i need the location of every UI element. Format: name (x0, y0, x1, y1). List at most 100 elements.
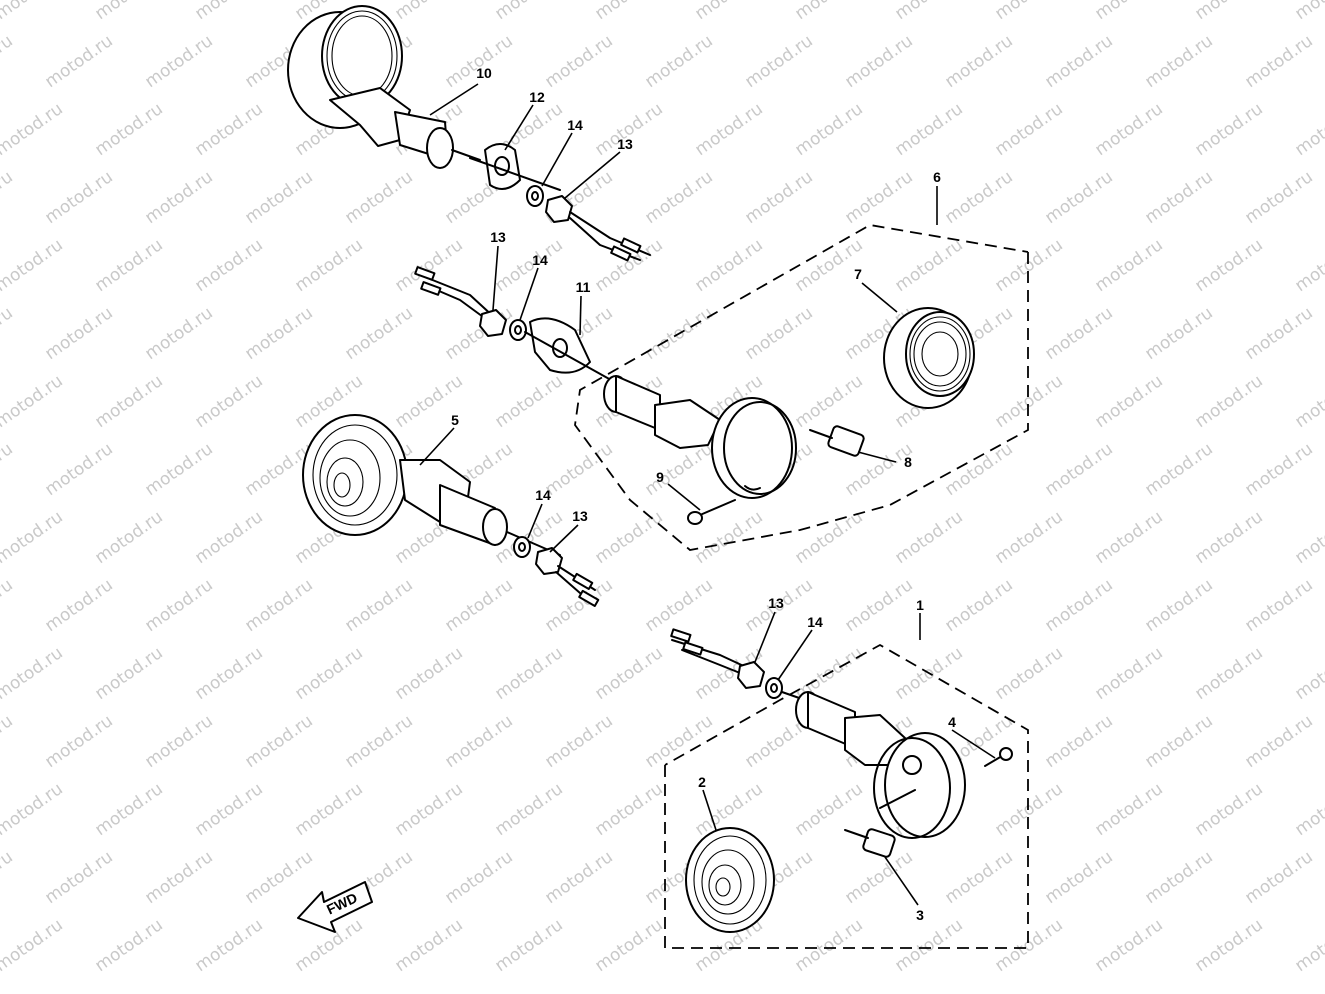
callout-2: 2 (698, 774, 706, 790)
watermark-text: motod.ru (691, 235, 766, 296)
watermark-text: motod.ru (91, 915, 166, 976)
watermark-text: motod.ru (191, 779, 266, 840)
watermark-text: motod.ru (191, 99, 266, 160)
watermark-text: motod.ru (1141, 575, 1216, 636)
callout-14: 14 (535, 487, 551, 503)
watermark-text: motod.ru (541, 847, 616, 908)
watermark-text: motod.ru (1191, 235, 1266, 296)
watermark-text: motod.ru (441, 303, 516, 364)
watermark-text: motod.ru (541, 439, 616, 500)
watermark-text: motod.ru (1141, 847, 1216, 908)
watermark-text: motod.ru (491, 371, 566, 432)
watermark-text: motod.ru (91, 0, 166, 24)
watermark-text: motod.ru (891, 99, 966, 160)
watermark-text: motod.ru (391, 779, 466, 840)
watermark-text: motod.ru (1191, 507, 1266, 568)
watermark-text: motod.ru (1091, 0, 1166, 24)
watermark-text: motod.ru (0, 0, 67, 24)
callout-14: 14 (532, 252, 548, 268)
watermark-text: motod.ru (641, 31, 716, 92)
watermark-text: motod.ru (891, 915, 966, 976)
watermark-text: motod.ru (941, 167, 1016, 228)
watermark-text: motod.ru (991, 779, 1066, 840)
watermark-text: motod.ru (1141, 303, 1216, 364)
watermark-text: motod.ru (91, 235, 166, 296)
watermark-text: motod.ru (741, 303, 816, 364)
callout-8: 8 (904, 454, 912, 470)
watermark-text: motod.ru (1041, 167, 1116, 228)
watermark-text: motod.ru (1291, 99, 1325, 160)
callout-13: 13 (490, 229, 506, 245)
watermark-text: motod.ru (791, 99, 866, 160)
watermark-text: motod.ru (841, 167, 916, 228)
watermark-text: motod.ru (1041, 847, 1116, 908)
watermark-text: motod.ru (191, 235, 266, 296)
watermark-text: motod.ru (41, 439, 116, 500)
watermark-text: motod.ru (941, 31, 1016, 92)
watermark-text: motod.ru (341, 167, 416, 228)
watermark-text: motod.ru (191, 643, 266, 704)
callout-10: 10 (476, 65, 492, 81)
watermark-text: motod.ru (341, 575, 416, 636)
watermark-text: motod.ru (891, 235, 966, 296)
watermark-text: motod.ru (1241, 847, 1316, 908)
callout-9: 9 (656, 469, 664, 485)
watermark-text: motod.ru (1141, 439, 1216, 500)
callout-13: 13 (572, 508, 588, 524)
watermark-text: motod.ru (891, 0, 966, 24)
watermark-text: motod.ru (841, 31, 916, 92)
watermark-text: motod.ru (0, 643, 67, 704)
watermark-text: motod.ru (641, 575, 716, 636)
watermark-text: motod.ru (791, 915, 866, 976)
watermark-text: motod.ru (1241, 31, 1316, 92)
watermark-text: motod.ru (0, 507, 67, 568)
watermark-text: motod.ru (241, 167, 316, 228)
watermark-text: motod.ru (291, 779, 366, 840)
watermark-text: motod.ru (41, 711, 116, 772)
watermark-text: motod.ru (591, 915, 666, 976)
watermark-text: motod.ru (41, 847, 116, 908)
watermark-text: motod.ru (691, 0, 766, 24)
callout-14: 14 (567, 117, 583, 133)
watermark-text: motod.ru (1091, 643, 1166, 704)
watermark-text: motod.ru (991, 507, 1066, 568)
watermark-text: motod.ru (0, 31, 17, 92)
watermark-text: motod.ru (941, 575, 1016, 636)
watermark-text: motod.ru (1141, 31, 1216, 92)
watermark-text: motod.ru (141, 31, 216, 92)
watermark-text: motod.ru (1041, 711, 1116, 772)
watermark-text: motod.ru (1191, 779, 1266, 840)
watermark-text: motod.ru (391, 643, 466, 704)
watermark-text: motod.ru (0, 711, 17, 772)
watermark-text: motod.ru (241, 711, 316, 772)
watermark-text: motod.ru (191, 0, 266, 24)
watermark-text: motod.ru (91, 779, 166, 840)
watermark-text: motod.ru (141, 303, 216, 364)
watermark-text: motod.ru (1191, 371, 1266, 432)
watermark-text: motod.ru (591, 643, 666, 704)
watermark-text: motod.ru (241, 847, 316, 908)
watermark-text: motod.ru (1291, 235, 1325, 296)
watermark-text: motod.ru (491, 779, 566, 840)
watermark-text: motod.ru (991, 643, 1066, 704)
watermark-text: motod.ru (441, 31, 516, 92)
signal-assembly-10 (287, 5, 651, 262)
watermark-text: motod.ru (441, 575, 516, 636)
callout-3: 3 (916, 907, 924, 923)
watermark-text: motod.ru (1291, 643, 1325, 704)
watermark-text: motod.ru (591, 0, 666, 24)
watermark-text: motod.ru (1291, 779, 1325, 840)
watermark-text: motod.ru (1041, 575, 1116, 636)
watermark-text: motod.ru (541, 31, 616, 92)
watermark-text: motod.ru (141, 575, 216, 636)
callout-labels: 10 12 14 13 6 13 14 7 11 5 8 9 14 13 13 … (451, 65, 956, 923)
callout-1: 1 (916, 597, 924, 613)
watermark-text: motod.ru (241, 575, 316, 636)
watermark-text: motod.ru (41, 167, 116, 228)
watermark-text: motod.ru (41, 575, 116, 636)
watermark-text: motod.ru (0, 371, 67, 432)
watermark-text: motod.ru (1291, 507, 1325, 568)
watermark-text: motod.ru (641, 167, 716, 228)
watermark-text: motod.ru (1241, 439, 1316, 500)
